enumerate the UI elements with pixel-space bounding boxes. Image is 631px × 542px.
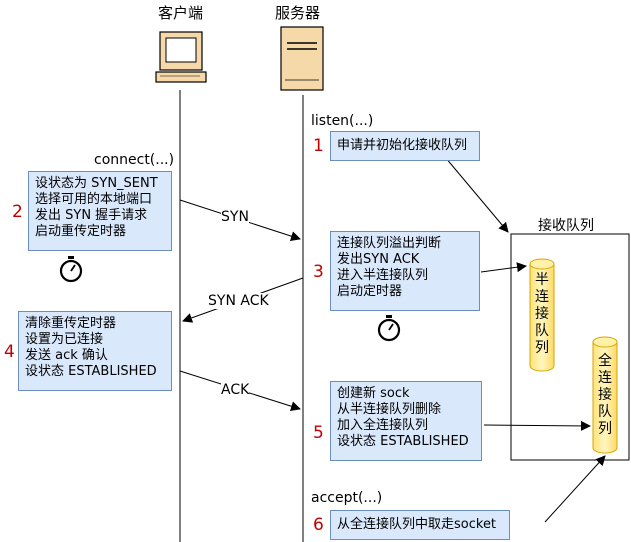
ack-label: ACK xyxy=(221,382,250,398)
syn-label: SYN xyxy=(221,209,249,225)
step-2-line: 发出 SYN 握手请求 xyxy=(35,208,148,223)
listen-label: listen(...) xyxy=(311,113,374,129)
computer-icon xyxy=(155,31,207,83)
server-icon xyxy=(280,26,324,91)
full-queue-cylinder xyxy=(592,336,618,454)
stopwatch-icon xyxy=(377,315,401,342)
half-queue-label: 半 连 接 队 列 xyxy=(530,272,554,357)
step-4-line: 设状态 ESTABLISHED xyxy=(25,364,157,379)
to-full-queue-arrow xyxy=(483,420,591,431)
step-5-line: 设状态 ESTABLISHED xyxy=(337,434,469,449)
step-5-box: 创建新 sock 从半连接队列删除 加入全连接队列 设状态 ESTABLISHE… xyxy=(330,381,482,461)
step-3-line: 启动定时器 xyxy=(337,284,403,299)
to-half-queue-arrow xyxy=(480,262,527,273)
accept-from-queue-arrow xyxy=(544,455,606,523)
step-5-line: 从半连接队列删除 xyxy=(337,402,442,417)
step-number-1: 1 xyxy=(313,136,324,156)
step-4-line: 设置为已连接 xyxy=(25,332,104,347)
step-2-line: 设状态为 SYN_SENT xyxy=(35,176,158,191)
server-header: 服务器 xyxy=(275,4,321,22)
synack-label: SYN ACK xyxy=(208,293,269,309)
init-to-queue-arrow xyxy=(444,156,509,233)
receive-queue-box xyxy=(510,233,630,461)
step-3-line: 连接队列溢出判断 xyxy=(337,236,442,251)
full-queue-char: 全 xyxy=(598,353,612,369)
half-queue-char: 队 xyxy=(535,323,549,339)
step-number-2: 2 xyxy=(12,202,23,222)
step-1-line: 申请并初始化接收队列 xyxy=(337,138,468,153)
step-3-line: 进入半连接队列 xyxy=(337,268,429,283)
step-4-box: 清除重传定时器 设置为已连接 发送 ack 确认 设状态 ESTABLISHED xyxy=(18,311,172,391)
half-queue-char: 接 xyxy=(535,306,549,322)
stopwatch-icon xyxy=(59,256,83,283)
step-6-line: 从全连接队列中取走socket xyxy=(337,517,497,532)
full-queue-char: 接 xyxy=(598,387,612,403)
step-4-line: 清除重传定时器 xyxy=(25,316,117,331)
step-4-line: 发送 ack 确认 xyxy=(25,348,108,363)
step-2-box: 设状态为 SYN_SENT 选择可用的本地端口 发出 SYN 握手请求 启动重传… xyxy=(28,171,172,251)
full-queue-label: 全 连 接 队 列 xyxy=(593,353,617,438)
step-5-line: 加入全连接队列 xyxy=(337,418,429,433)
full-queue-char: 队 xyxy=(598,404,612,420)
step-1-box: 申请并初始化接收队列 xyxy=(330,131,480,161)
step-6-box: 从全连接队列中取走socket xyxy=(330,510,510,540)
half-queue-cylinder xyxy=(529,258,555,372)
step-number-3: 3 xyxy=(313,262,324,282)
step-2-line: 选择可用的本地端口 xyxy=(35,192,153,207)
half-queue-char: 列 xyxy=(535,340,549,356)
receive-queue-title: 接收队列 xyxy=(538,218,594,234)
step-3-box: 连接队列溢出判断 发出SYN ACK 进入半连接队列 启动定时器 xyxy=(330,231,480,311)
full-queue-char: 列 xyxy=(598,421,612,437)
half-queue-char: 半 xyxy=(535,272,549,288)
accept-label: accept(...) xyxy=(311,490,383,506)
step-2-line: 启动重传定时器 xyxy=(35,224,127,239)
step-3-line: 发出SYN ACK xyxy=(337,252,420,267)
full-queue-char: 连 xyxy=(598,370,612,386)
step-number-6: 6 xyxy=(313,515,324,535)
half-queue-char: 连 xyxy=(535,289,549,305)
step-5-line: 创建新 sock xyxy=(337,386,410,401)
step-number-4: 4 xyxy=(4,342,15,362)
connect-label: connect(...) xyxy=(94,152,175,168)
client-header: 客户端 xyxy=(158,4,204,22)
step-number-5: 5 xyxy=(313,423,324,443)
